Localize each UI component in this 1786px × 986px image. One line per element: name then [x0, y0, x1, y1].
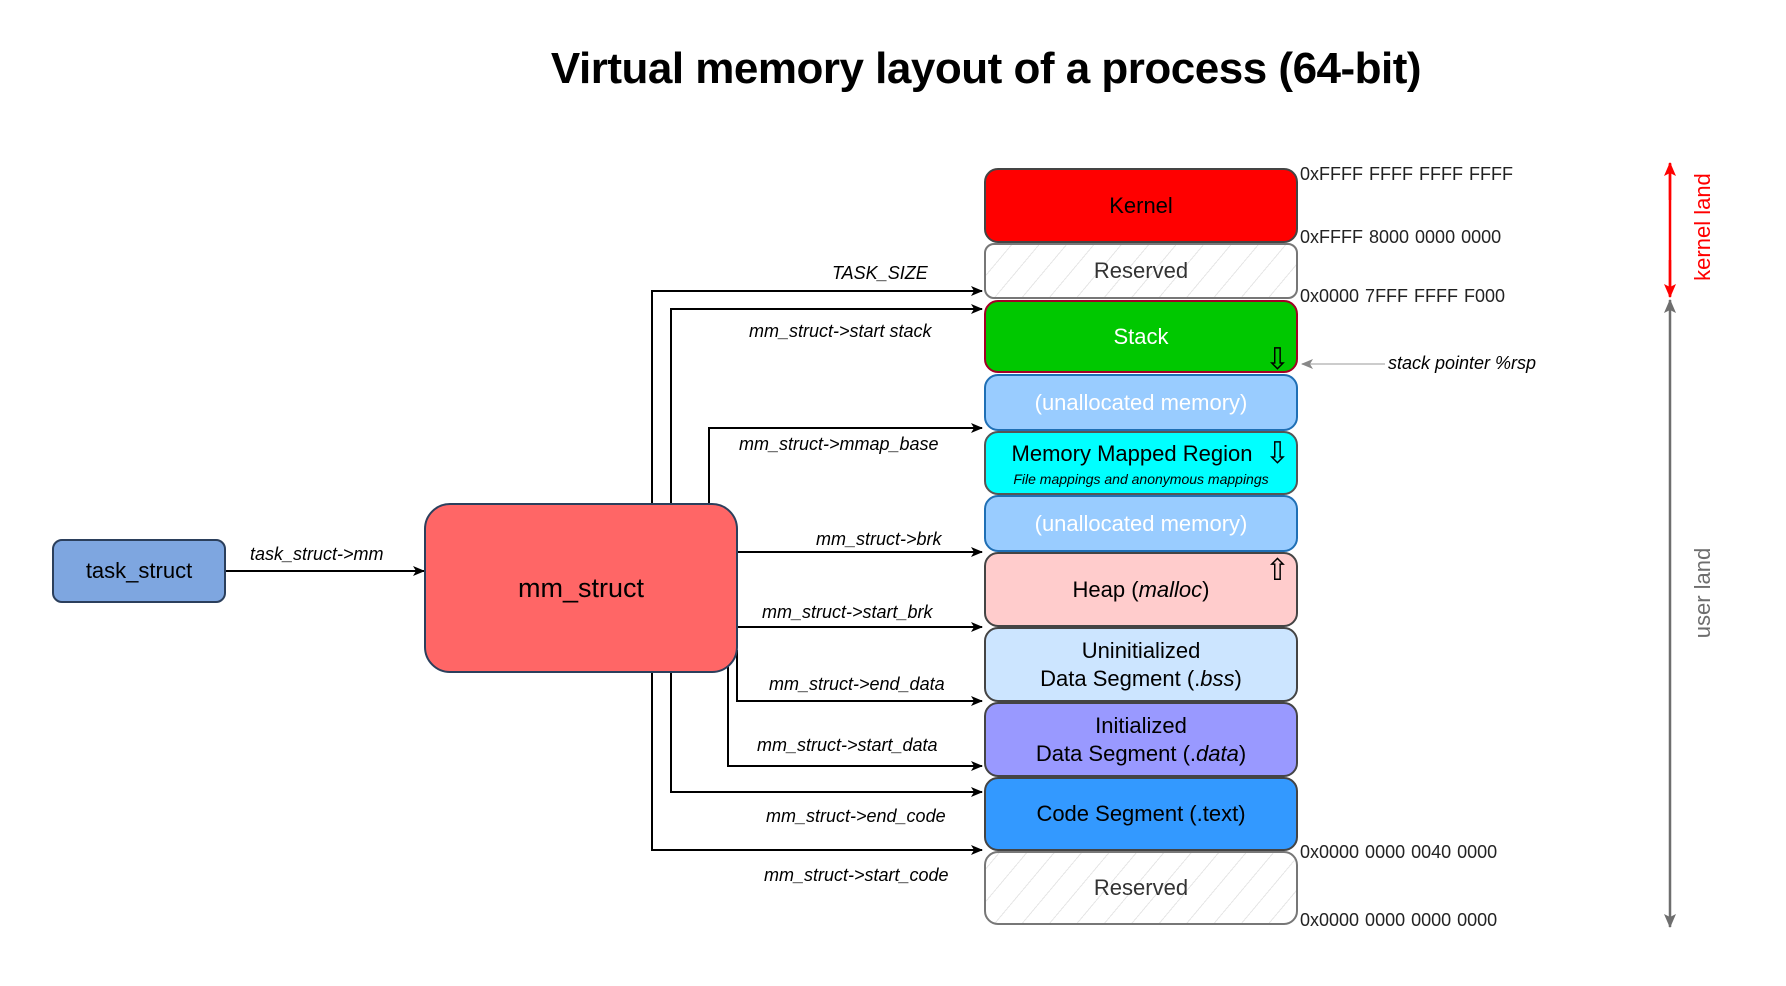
connector-start-code [651, 672, 983, 855]
pointer-label-start-brk: mm_struct->start_brk [762, 602, 933, 622]
pointer-label-mmap-base: mm_struct->mmap_base [739, 434, 939, 454]
connector-start-stack [670, 304, 983, 503]
heap-label-prefix: Heap ( [1072, 576, 1139, 602]
segment-unallocated-1-label: (unallocated memory) [1034, 389, 1248, 415]
heap-label-suffix: ) [1202, 576, 1210, 602]
heap-grow-up-icon: ⇧ [1264, 554, 1290, 587]
segment-text-label: Code Segment (.text) [1036, 801, 1246, 826]
kernel-land-label: kernel land [1690, 173, 1715, 281]
mm-struct-label: mm_struct [517, 573, 644, 603]
heap-label-italic: malloc [1138, 576, 1203, 602]
connector-start-data [727, 665, 983, 771]
diagram-title: Virtual memory layout of a process (64-b… [550, 44, 1422, 93]
pointer-label-start-data: mm_struct->start_data [757, 735, 938, 755]
segment-bss[interactable]: Uninitialized Data Segment (.bss) [984, 627, 1298, 702]
bss-label-italic: bss [1200, 665, 1235, 691]
data-label-suffix: ) [1238, 740, 1247, 766]
mm-struct-box[interactable]: mm_struct [424, 503, 738, 673]
segment-unallocated-2[interactable]: (unallocated memory) [984, 495, 1298, 552]
connector-end-data [736, 650, 983, 706]
segment-mmap-sublabel: File mappings and anonymous mappings [1013, 471, 1269, 487]
segment-reserved-bottom-label: Reserved [1093, 875, 1189, 900]
address-top: 0xFFFF FFFF FFFF FFFF [1300, 164, 1513, 184]
segment-data-line1: Initialized [1095, 712, 1187, 738]
pointer-label-end-code: mm_struct->end_code [766, 806, 946, 826]
segment-heap[interactable]: Heap (malloc) ⇧ [984, 552, 1298, 627]
data-label-prefix: Data Segment (. [1035, 740, 1197, 766]
segment-mmap-label: Memory Mapped Region [1011, 441, 1253, 466]
connector-mmap-base [708, 423, 983, 503]
connector-end-code [670, 672, 983, 797]
segment-heap-label: Heap (malloc) [1073, 576, 1210, 604]
segment-mmap[interactable]: Memory Mapped Region File mappings and a… [984, 431, 1298, 495]
task-struct-box[interactable]: task_struct [52, 539, 226, 603]
stack-pointer-label: stack pointer %rsp [1388, 353, 1537, 373]
segment-stack[interactable]: Stack ⇩ [984, 300, 1298, 376]
pointer-label-task-size: TASK_SIZE [832, 263, 928, 283]
task-to-mm-label: task_struct->mm [250, 544, 384, 564]
pointer-label-start-code: mm_struct->start_code [764, 865, 949, 885]
pointer-label-start-stack: mm_struct->start stack [749, 321, 932, 341]
user-land-label: user land [1690, 547, 1715, 639]
segment-reserved-top-label: Reserved [1093, 258, 1189, 283]
connector-task-size [651, 286, 983, 503]
segment-kernel[interactable]: Kernel [984, 168, 1298, 243]
bss-label-suffix: ) [1234, 665, 1242, 691]
address-user-top: 0x0000 7FFF FFFF F000 [1300, 286, 1506, 306]
data-label-italic: data [1196, 740, 1239, 766]
pointer-label-end-data: mm_struct->end_data [769, 674, 945, 694]
bss-label-prefix: Data Segment (. [1040, 665, 1201, 691]
mmap-grow-down-icon: ⇩ [1264, 437, 1290, 470]
stack-grow-down-icon: ⇩ [1264, 343, 1290, 376]
segment-reserved-top[interactable]: Reserved [984, 243, 1298, 299]
address-text-start: 0x0000 0000 0040 0000 [1300, 842, 1498, 862]
segment-text[interactable]: Code Segment (.text) [984, 777, 1298, 851]
segment-bss-line1: Uninitialized [1081, 637, 1201, 663]
segment-unallocated-1[interactable]: (unallocated memory) [984, 374, 1298, 431]
segment-data[interactable]: Initialized Data Segment (.data) [984, 702, 1298, 777]
task-struct-label: task_struct [85, 558, 193, 583]
segment-stack-label: Stack [1113, 323, 1169, 349]
segment-bss-line2: Data Segment (.bss) [1040, 665, 1242, 693]
address-kernel-start: 0xFFFF 8000 0000 0000 [1300, 227, 1502, 247]
segment-kernel-label: Kernel [1109, 192, 1173, 218]
segment-data-line2: Data Segment (.data) [1036, 740, 1246, 768]
pointer-label-brk: mm_struct->brk [816, 529, 942, 549]
segment-reserved-bottom[interactable]: Reserved [984, 851, 1298, 925]
segment-unallocated-2-label: (unallocated memory) [1034, 510, 1248, 536]
address-bottom: 0x0000 0000 0000 0000 [1300, 910, 1498, 930]
